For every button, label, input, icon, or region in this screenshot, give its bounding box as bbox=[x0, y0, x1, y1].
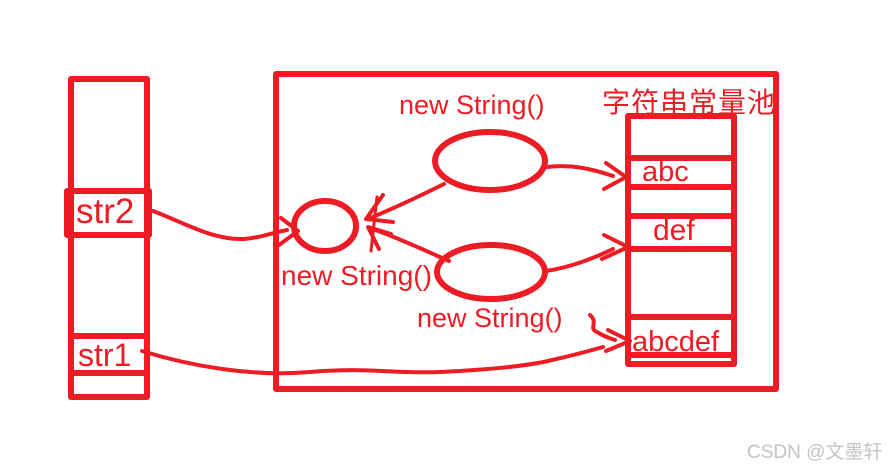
arrow-bottom-ellipse-to-left-ellipse bbox=[366, 195, 451, 263]
arrow-def-line bbox=[544, 247, 615, 273]
arrow-str2-line bbox=[151, 209, 289, 242]
new-string-object-ellipse-bottom bbox=[434, 242, 548, 302]
arrow-str1-line bbox=[140, 345, 605, 376]
arrow-str1-to-abcdef bbox=[140, 345, 605, 376]
arrow-bottom-arrowhead bbox=[366, 225, 393, 251]
arrow-sketch-stroke bbox=[369, 195, 379, 253]
stack-cell-str1-label: str1 bbox=[78, 337, 132, 373]
arrow-def-arrowhead bbox=[600, 233, 630, 261]
arrow-str2-arrowhead bbox=[277, 216, 300, 247]
arrow-str2-to-left-ellipse bbox=[151, 209, 300, 247]
arrow-new-string-to-abcdef bbox=[588, 313, 632, 353]
pool-cell-abcdef-label: abcdef bbox=[632, 326, 720, 358]
pool-cell-abcdef-outline bbox=[625, 314, 737, 358]
arrow-bottom-ellipse-to-def bbox=[544, 233, 630, 273]
new-string-label-top: new String() bbox=[399, 90, 545, 120]
pool-cell-def-outline bbox=[625, 213, 737, 252]
stack-cell-str2-outline bbox=[64, 188, 152, 238]
csdn-watermark: CSDN @文墨轩 bbox=[747, 442, 883, 463]
pool-cell-abc-outline bbox=[625, 155, 737, 190]
arrow-top-ellipse-to-abc bbox=[545, 161, 628, 191]
string-object-ellipse-left bbox=[291, 198, 359, 254]
stack-cell-str2-label: str2 bbox=[76, 192, 135, 231]
pool-cell-def-label: def bbox=[653, 214, 695, 247]
arrow-abcdef-arrowhead bbox=[604, 328, 632, 353]
new-string-object-ellipse-top bbox=[432, 129, 548, 193]
constant-pool-title: 字符串常量池 bbox=[602, 87, 777, 118]
new-string-label-bottom: new String() bbox=[417, 303, 563, 333]
arrow-abc-line bbox=[545, 164, 615, 178]
arrow-abc-arrowhead bbox=[602, 161, 628, 191]
pool-cell-abc-label: abc bbox=[642, 156, 689, 188]
new-string-label-middle: new String() bbox=[281, 260, 432, 291]
arrow-abcdef-squiggle bbox=[588, 313, 617, 342]
